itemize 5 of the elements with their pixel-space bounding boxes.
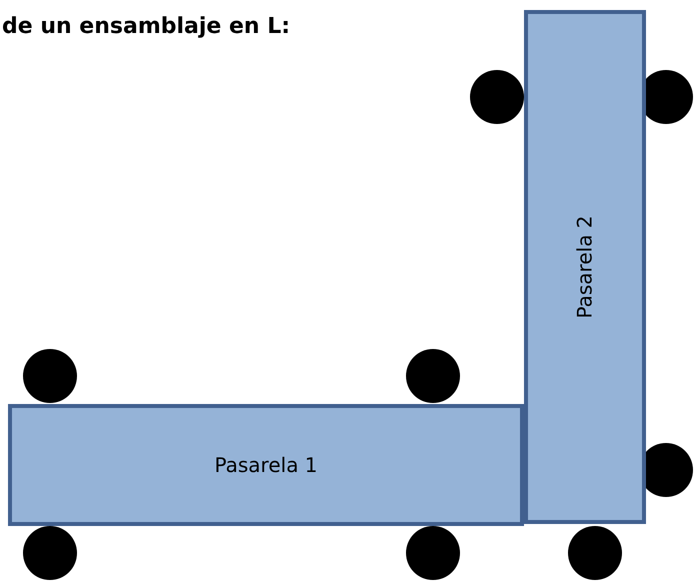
walkway-label: Pasarela 2 xyxy=(573,215,597,319)
walkway-label: Pasarela 1 xyxy=(214,453,318,477)
walkway-rectangle xyxy=(8,404,524,526)
walkway-rectangle xyxy=(524,10,646,524)
heading: de un ensamblaje en L: xyxy=(2,14,290,39)
